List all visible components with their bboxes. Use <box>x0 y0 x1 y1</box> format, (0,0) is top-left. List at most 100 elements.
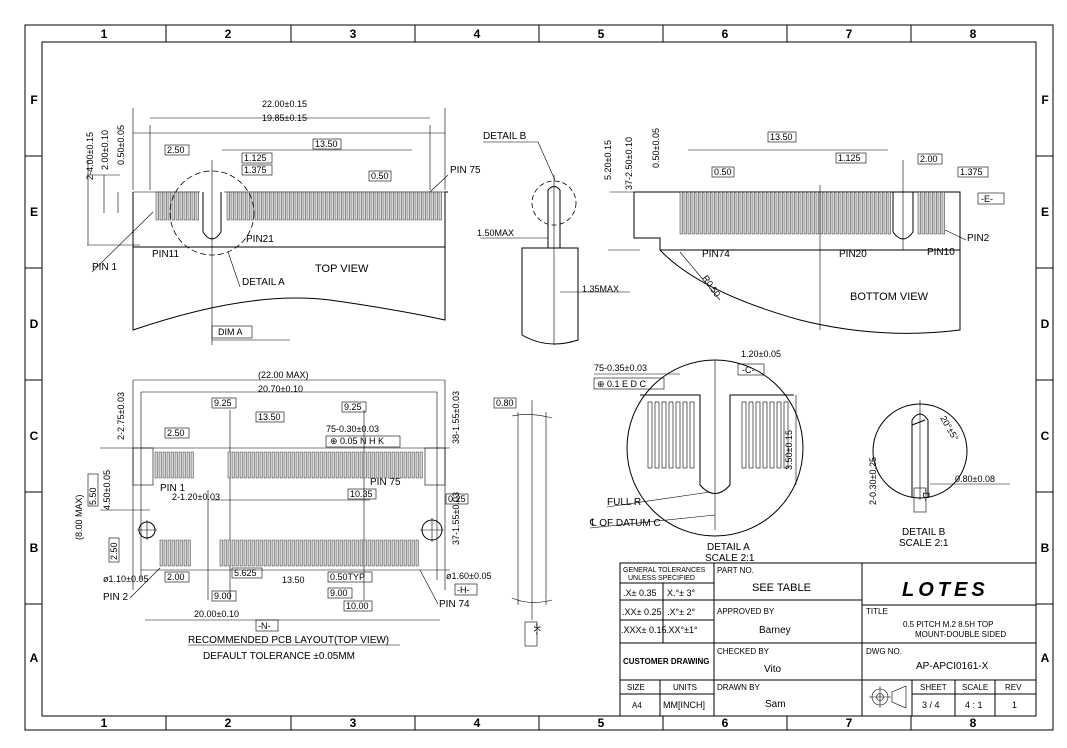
pin-contact <box>158 451 162 479</box>
title-block: GENERAL TOLERANCES UNLESS SPECIFIED .X± … <box>619 562 1037 717</box>
pin-contact <box>271 539 275 567</box>
detail-b: 20°±5° 2-0.30±0.25 0.80±0.08 -D- DETAIL … <box>868 400 1010 549</box>
datum-n: -N- <box>258 621 271 631</box>
pin-contact <box>735 191 739 235</box>
pin-contact <box>339 451 343 479</box>
pin-contact <box>438 191 442 221</box>
pin-contact <box>871 191 875 235</box>
pin-contact <box>762 401 768 469</box>
dim-1-125-bottom: 1.125 <box>838 153 861 163</box>
col-label-3-bottom: 3 <box>350 716 357 730</box>
pin-contact <box>350 191 354 221</box>
pin-contact <box>418 191 422 221</box>
pin-contact <box>314 191 318 221</box>
pin-contact <box>294 191 298 221</box>
pin-contact <box>807 191 811 235</box>
label-detail-a-callout: DETAIL A <box>242 277 285 288</box>
row-label-e-right: E <box>1041 205 1049 219</box>
dim-20-00: 20.00±0.10 <box>194 609 239 619</box>
pin-contact <box>335 451 339 479</box>
dim-2-1-20: 2-1.20±0.03 <box>172 492 220 502</box>
pin-contact <box>394 191 398 221</box>
pin-contact <box>382 191 386 221</box>
dim-13-50-bottom: 13.50 <box>770 132 793 142</box>
datum-d: -D- <box>921 489 931 502</box>
pin-contact <box>859 191 863 235</box>
dim-10-00: 10.00 <box>346 601 369 611</box>
dim-5-625: 5.625 <box>234 568 257 578</box>
pin-contact <box>654 401 660 469</box>
top-pins-right <box>226 191 442 221</box>
pin-contact <box>327 451 331 479</box>
pin-contact <box>941 191 945 235</box>
pin-contact <box>319 539 323 567</box>
dim-2-50-top: 2.50 <box>167 145 185 155</box>
pin-contact <box>775 191 779 235</box>
row-label-c: C <box>30 429 39 443</box>
detail-a-title: DETAIL A <box>707 542 750 553</box>
pin-contact <box>235 451 239 479</box>
sheet-label: SHEET <box>920 683 947 692</box>
dim-0-50-bottom-side: 0.50±0.05 <box>651 128 661 168</box>
pin-contact <box>262 191 266 221</box>
dim-9-00-right: 9.00 <box>330 588 348 598</box>
units-value: MM[INCH] <box>663 700 705 710</box>
pin-contact <box>390 191 394 221</box>
pin-contact <box>917 191 921 235</box>
pin-contact <box>747 191 751 235</box>
pin-contact <box>723 191 727 235</box>
pin-contact <box>227 451 231 479</box>
dim-22-max: (22.00 MAX) <box>258 370 309 380</box>
pin-contact <box>415 451 419 479</box>
pin-contact <box>367 451 371 479</box>
detail-b-scale: SCALE 2:1 <box>899 538 949 549</box>
dim-9-00-left: 9.00 <box>214 591 232 601</box>
detail-b-title: DETAIL B <box>902 527 946 538</box>
pin-contact <box>875 191 879 235</box>
pcb-pads-top-right <box>227 451 423 479</box>
pin-contact <box>298 191 302 221</box>
dim-5-20: 5.20±0.15 <box>603 140 613 180</box>
dim-2-50-pcb: 2.50 <box>167 428 185 438</box>
label-pin10-bottom: PIN10 <box>927 247 955 258</box>
pin-contact <box>311 539 315 567</box>
pin-contact <box>683 191 687 235</box>
pcb-default-tolerance: DEFAULT TOLERANCE ±0.05MM <box>203 651 355 662</box>
size-value: A4 <box>632 701 642 710</box>
row-label-a-right: A <box>1041 651 1050 665</box>
pin-contact <box>883 191 887 235</box>
pin-contact <box>386 191 390 221</box>
row-label-b: B <box>30 541 39 555</box>
dim-2-00: 2.00±0.10 <box>100 130 110 170</box>
bottom-pins-right <box>917 191 945 235</box>
pin-contact <box>295 451 299 479</box>
pin-contact <box>283 451 287 479</box>
pin-contact <box>311 451 315 479</box>
col-label-8-bottom: 8 <box>970 716 977 730</box>
pin-contact <box>831 191 835 235</box>
pin-contact <box>687 191 691 235</box>
pin-contact <box>346 191 350 221</box>
pin-contact <box>334 191 338 221</box>
unless-specified: UNLESS SPECIFIED <box>628 575 695 582</box>
dim-0-25: 0.25 <box>448 494 466 504</box>
dim-4-50: 4.50±0.05 <box>102 470 112 510</box>
pin-contact <box>771 191 775 235</box>
pin-contact <box>238 191 242 221</box>
pin-contact <box>326 191 330 221</box>
pin-contact <box>183 191 187 221</box>
rev-label: REV <box>1005 683 1022 692</box>
detail-a: 75-0.35±0.03 1.20±0.05 -C- ⊕ 0.1 E D C 3… <box>589 349 804 564</box>
pin-contact <box>647 401 653 469</box>
datum-k: -K- <box>532 623 542 635</box>
pin-contact <box>391 451 395 479</box>
sheet-value: 3 / 4 <box>922 700 940 710</box>
pin-contact <box>327 539 331 567</box>
pin-contact <box>839 191 843 235</box>
pin-contact <box>434 191 438 221</box>
dim-37-1-55: 37-1.55±0.03 <box>451 492 461 545</box>
dim-r0-50: R0.50 <box>700 273 722 298</box>
pin-contact <box>426 191 430 221</box>
dim-8-max: (8.00 MAX) <box>74 494 84 540</box>
